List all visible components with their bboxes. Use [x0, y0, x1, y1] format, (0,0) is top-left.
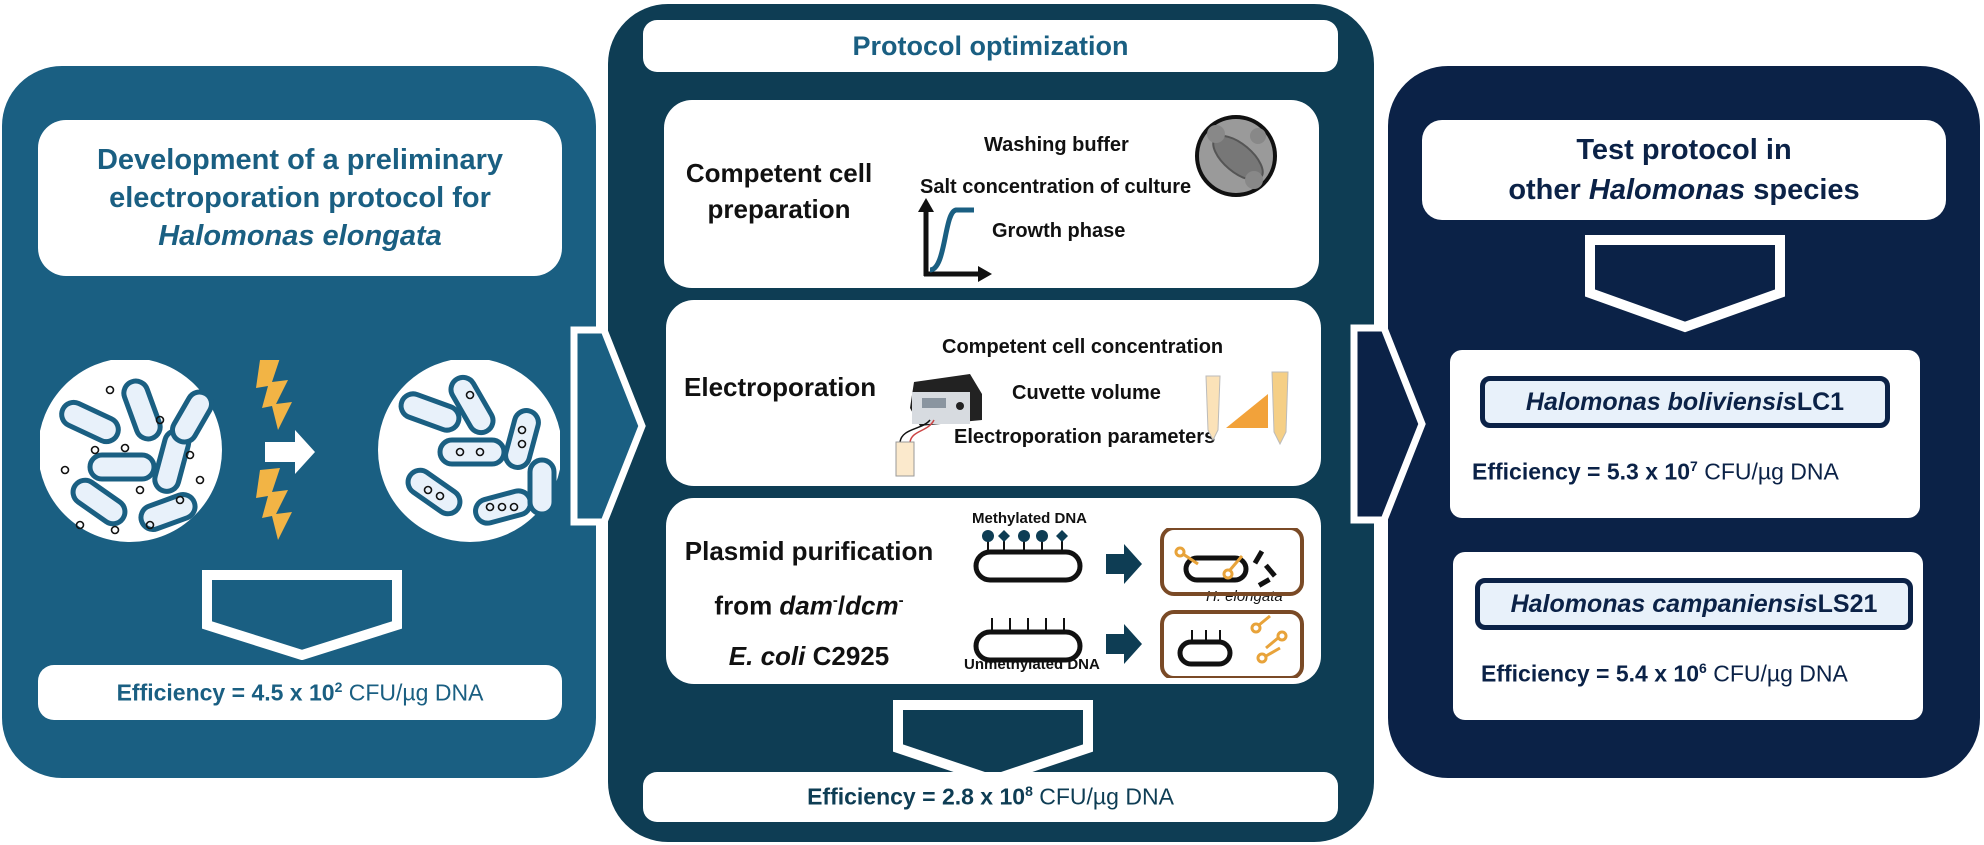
factor-growth-phase: Growth phase: [992, 220, 1126, 242]
methylated-dna-label: Methylated DNA: [972, 510, 1088, 527]
factor-cell-concentration: Competent cell concentration: [942, 336, 1224, 358]
step-title: Electroporation: [684, 372, 877, 402]
factor-cuvette-volume: Cuvette volume: [1012, 382, 1161, 404]
factor-electroporation-parameters: Electroporation parameters: [954, 426, 1216, 448]
down-chevron-icon: [202, 570, 402, 660]
test-other-species-title: Test protocol in other Halomonas species: [1422, 120, 1946, 220]
arrow-right-icon: [265, 430, 315, 474]
lightning-icon: [256, 360, 292, 540]
preliminary-efficiency: Efficiency = 4.5 x 102 CFU/µg DNA: [38, 665, 562, 720]
species-card: Halomonas campaniensis LS21 Efficiency =…: [1453, 552, 1923, 720]
down-chevron-icon: [893, 700, 1093, 784]
step-electroporation: Electroporation Competent cell concentra…: [666, 300, 1321, 486]
electroporation-illustration: [40, 360, 560, 542]
species-card: Halomonas boliviensis LC1 Efficiency = 5…: [1450, 350, 1920, 518]
cell-micrograph-icon: [1195, 115, 1277, 197]
growth-curve-icon: [918, 198, 992, 282]
unmethylated-plasmid-icon: [973, 618, 1083, 663]
down-chevron-icon: [1585, 235, 1785, 333]
factor-washing-buffer: Washing buffer: [984, 134, 1129, 156]
plasmid-restriction-diagram: [973, 528, 1304, 678]
title-species: Halomonas elongata: [158, 220, 442, 252]
right-chevron-icon: [1350, 324, 1426, 524]
species-name-badge: Halomonas boliviensis LC1: [1480, 376, 1890, 428]
step-title: Competent cell preparation: [685, 158, 873, 224]
step-competent-cell-preparation: Competent cell preparation Washing buffe…: [664, 100, 1319, 288]
title-line: Development of a preliminary: [96, 144, 504, 176]
electroporator-icon: [895, 374, 982, 477]
factor-salt-concentration: Salt concentration of culture: [920, 176, 1192, 198]
methylated-plasmid-icon: [973, 530, 1083, 583]
step-plasmid-purification: Plasmid purification from dam-/dcm- E. c…: [666, 498, 1321, 684]
right-chevron-icon: [570, 326, 646, 526]
title-line: electroporation protocol for: [109, 182, 491, 214]
host-cell-icon: [1160, 528, 1304, 596]
scissors-icon: [1174, 546, 1244, 580]
arrow-right-icon: [1106, 624, 1142, 664]
species-name-badge: Halomonas campaniensis LS21: [1475, 578, 1913, 630]
host-cell-icon: [1160, 610, 1304, 678]
bacteria-before-icon: [40, 360, 222, 542]
cuvette-volume-icon: [1205, 371, 1289, 446]
species-efficiency: Efficiency = 5.3 x 107 CFU/µg DNA: [1472, 458, 1839, 485]
scissors-icon: [1250, 614, 1288, 664]
preliminary-protocol-title: Development of a preliminary electropora…: [38, 120, 562, 276]
protocol-optimization-title: Protocol optimization: [643, 20, 1338, 72]
species-efficiency: Efficiency = 5.4 x 106 CFU/µg DNA: [1481, 660, 1848, 687]
arrow-right-icon: [1106, 544, 1142, 584]
optimized-efficiency: Efficiency = 2.8 x 108 CFU/µg DNA: [643, 772, 1338, 822]
step-title: Plasmid purification from dam-/dcm- E. c…: [684, 536, 934, 671]
bacteria-after-icon: [378, 360, 560, 542]
